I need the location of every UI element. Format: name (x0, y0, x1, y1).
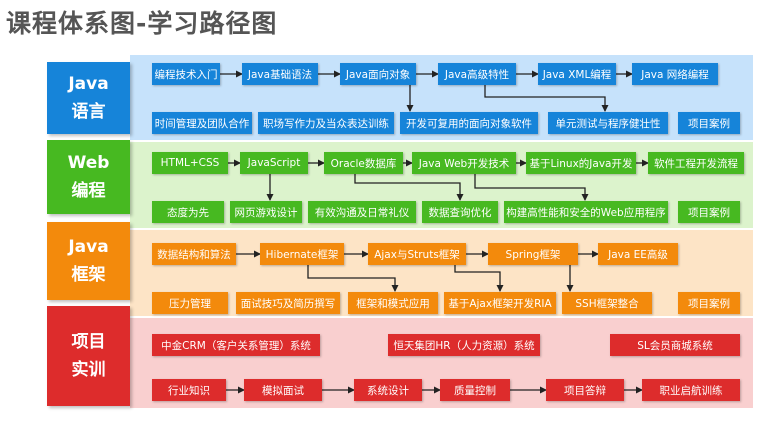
node-java-11[interactable]: 项目案例 (678, 112, 740, 134)
node-web-9[interactable]: 有效沟通及日常礼仪 (308, 201, 416, 223)
node-web-5[interactable]: 基于Linux的Java开发 (526, 152, 636, 174)
node-web-10[interactable]: 数据查询优化 (422, 201, 498, 223)
node-web-6[interactable]: 软件工程开发流程 (648, 152, 744, 174)
category-web: Web 编程 (47, 140, 130, 214)
node-project-8[interactable]: 项目答辩 (546, 379, 624, 401)
node-fw-10[interactable]: SSH框架整合 (562, 292, 652, 314)
category-web-line1: Web (67, 153, 110, 173)
node-fw-8[interactable]: 框架和模式应用 (348, 292, 438, 314)
node-java-6[interactable]: Java 网络编程 (632, 63, 718, 85)
category-framework-line1: Java (68, 237, 109, 257)
node-project-5[interactable]: 模拟面试 (244, 379, 322, 401)
node-web-12[interactable]: 项目案例 (678, 201, 740, 223)
category-java-line2: 语言 (71, 102, 106, 122)
node-fw-2[interactable]: Hibernate框架 (260, 243, 344, 265)
node-web-3[interactable]: Oracle数据库 (324, 152, 403, 174)
category-project: 项目 实训 (47, 306, 130, 406)
node-java-3[interactable]: Java面向对象 (340, 63, 416, 85)
category-web-line2: 编程 (71, 181, 106, 201)
node-fw-6[interactable]: 压力管理 (152, 292, 228, 314)
node-fw-11[interactable]: 项目案例 (678, 292, 740, 314)
node-java-2[interactable]: Java基础语法 (242, 63, 318, 85)
node-web-11[interactable]: 构建高性能和安全的Web应用程序 (504, 201, 668, 223)
node-fw-3[interactable]: Ajax与Struts框架 (368, 243, 466, 265)
node-project-7[interactable]: 质量控制 (440, 379, 510, 401)
node-java-9[interactable]: 开发可复用的面向对象软件 (400, 112, 538, 134)
node-java-1[interactable]: 编程技术入门 (152, 63, 220, 85)
category-project-line1: 项目 (71, 332, 106, 352)
node-java-7[interactable]: 时间管理及团队合作 (152, 112, 252, 134)
node-fw-7[interactable]: 面试技巧及简历撰写 (236, 292, 340, 314)
node-java-8[interactable]: 职场写作力及当众表达训练 (258, 112, 394, 134)
node-project-2[interactable]: 恒天集团HR（人力资源）系统 (388, 334, 540, 356)
node-web-8[interactable]: 网页游戏设计 (230, 201, 302, 223)
node-fw-9[interactable]: 基于Ajax框架开发RIA (444, 292, 556, 314)
node-project-1[interactable]: 中金CRM（客户关系管理）系统 (152, 334, 320, 356)
node-fw-4[interactable]: Spring框架 (488, 243, 578, 265)
node-project-9[interactable]: 职业启航训练 (642, 379, 740, 401)
node-web-7[interactable]: 态度为先 (152, 201, 224, 223)
node-web-1[interactable]: HTML+CSS (152, 152, 228, 174)
category-java: Java 语言 (47, 62, 130, 134)
node-java-5[interactable]: Java XML编程 (538, 63, 616, 85)
node-fw-1[interactable]: 数据结构和算法 (152, 243, 236, 265)
page-title: 课程体系图-学习路径图 (6, 9, 278, 38)
node-web-4[interactable]: Java Web开发技术 (412, 152, 516, 174)
node-project-6[interactable]: 系统设计 (354, 379, 422, 401)
node-project-3[interactable]: SL会员商城系统 (610, 334, 740, 356)
node-project-4[interactable]: 行业知识 (152, 379, 226, 401)
node-web-2[interactable]: JavaScript (240, 152, 308, 174)
node-java-10[interactable]: 单元测试与程序健壮性 (548, 112, 668, 134)
node-java-4[interactable]: Java高级特性 (438, 63, 516, 85)
category-java-line1: Java (68, 74, 109, 94)
category-framework: Java 框架 (47, 222, 130, 300)
category-project-line2: 实训 (71, 360, 106, 380)
node-fw-5[interactable]: Java EE高级 (598, 243, 678, 265)
category-framework-line2: 框架 (71, 265, 106, 285)
